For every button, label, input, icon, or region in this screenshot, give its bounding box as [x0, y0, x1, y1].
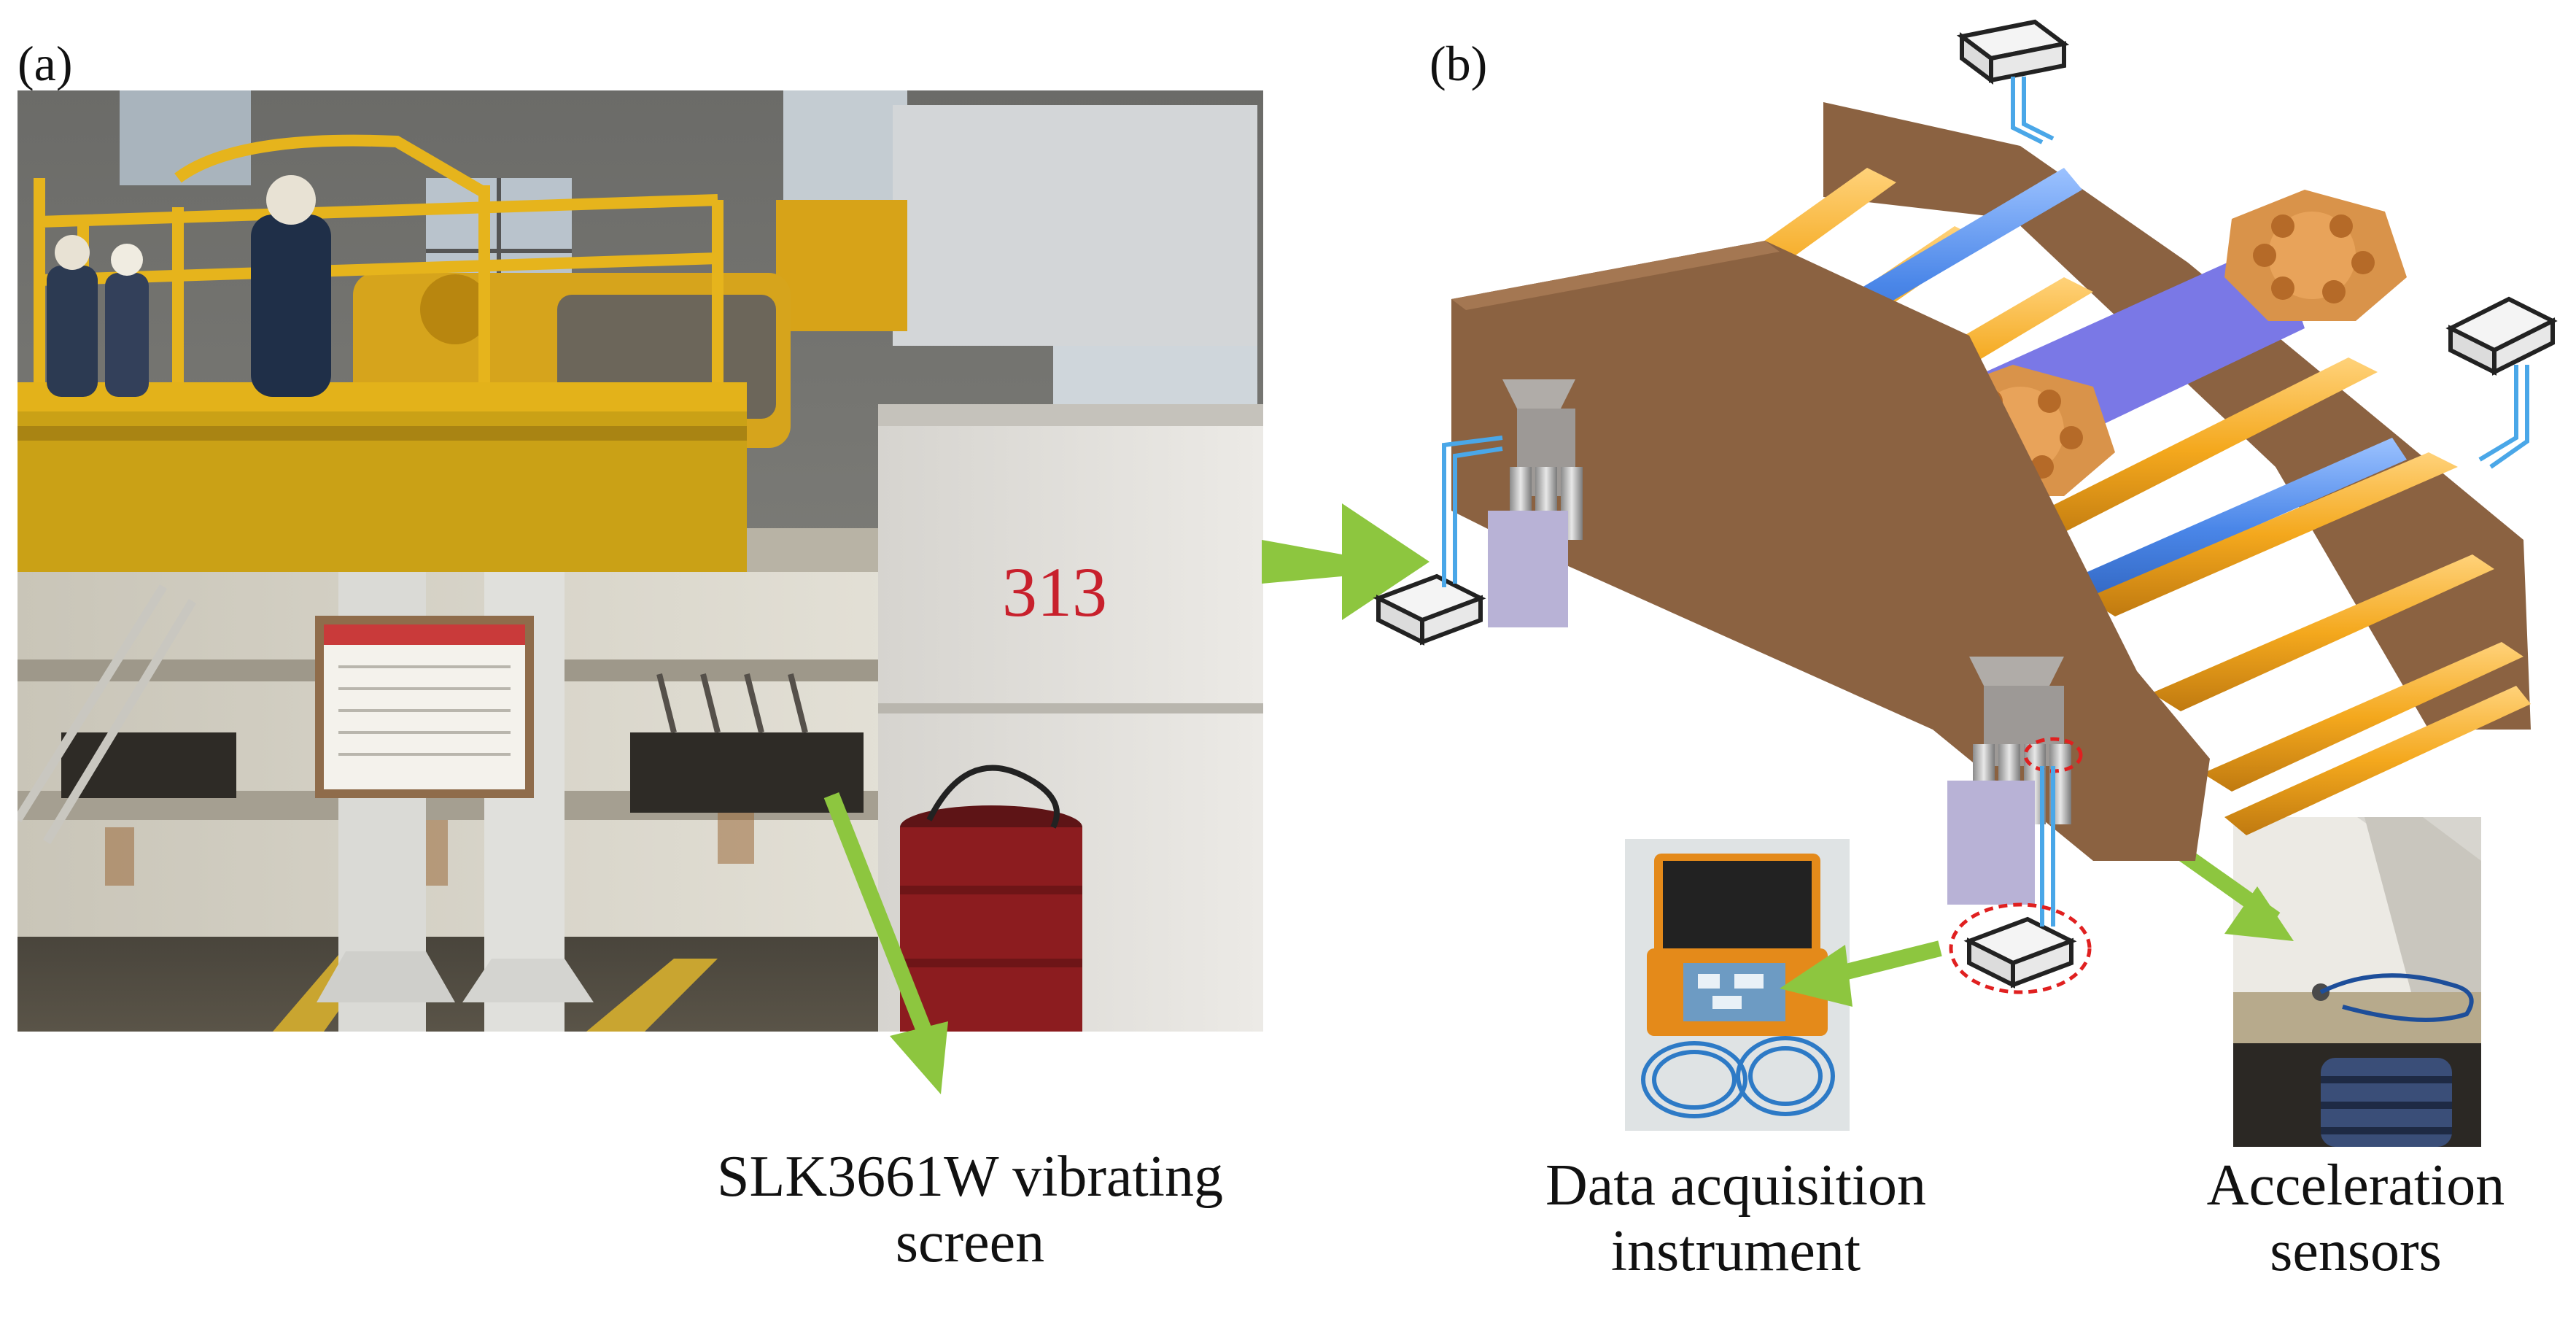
- caption-screen-line1: SLK3661W vibrating: [716, 1145, 1224, 1209]
- caption-sensor-line2: sensors: [2270, 1219, 2442, 1284]
- caption-daq-line2: instrument: [1610, 1219, 1861, 1284]
- spring-support-left: [1488, 379, 1583, 627]
- panel-label-a: (a): [18, 36, 73, 91]
- screen-number-313: 313: [1002, 553, 1107, 631]
- daq-unit-right: [2445, 296, 2558, 469]
- caption-data-acquisition: Data acquisition instrument: [1488, 1153, 1984, 1285]
- spring-support-right: [1947, 657, 2071, 905]
- daq-unit-bottom: [1949, 766, 2092, 994]
- rear-side-plate: [1823, 102, 2531, 730]
- daq-unit-left: [1373, 436, 1503, 646]
- vibrating-screen-model: [1451, 102, 2531, 905]
- arrow-to-data-acquisition: [1780, 940, 1942, 1007]
- cross-beams-front: [2013, 357, 2531, 835]
- vibrating-screen-photo: 313: [18, 90, 1263, 1032]
- caption-daq-line1: Data acquisition: [1545, 1153, 1927, 1218]
- caption-acceleration-sensors: Acceleration sensors: [2159, 1153, 2553, 1285]
- daq-unit-top: [1956, 19, 2070, 144]
- caption-screen-line2: screen: [895, 1210, 1045, 1275]
- daq-highlight-circle: [1949, 902, 2092, 994]
- caption-vibrating-screen: SLK3661W vibrating screen: [642, 1144, 1298, 1276]
- exciter-upper: [2224, 190, 2407, 321]
- arrow-to-screen-label: [823, 792, 948, 1094]
- arrow-photo-to-model: [1262, 503, 1429, 620]
- acceleration-sensors-photo: [2233, 817, 2481, 1147]
- caption-sensor-line1: Acceleration: [2206, 1153, 2505, 1218]
- panel-label-b: (b): [1429, 36, 1488, 91]
